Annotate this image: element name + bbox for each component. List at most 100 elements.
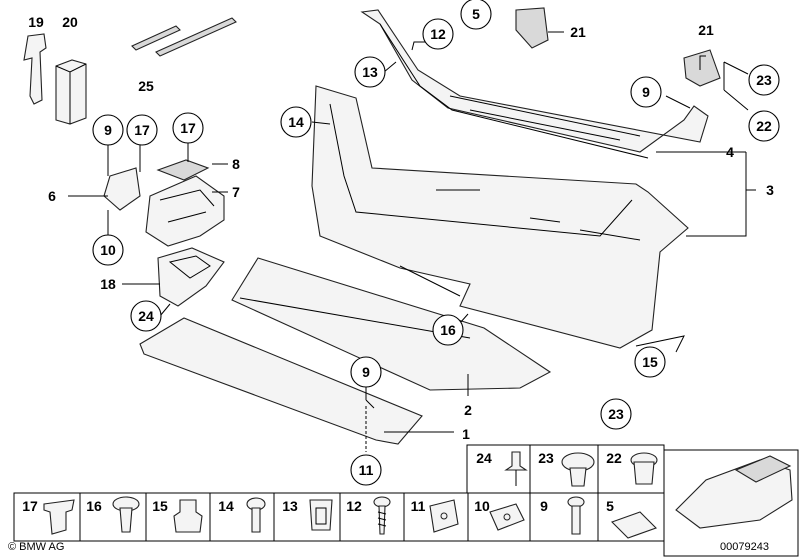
callout-17: 17 bbox=[172, 112, 204, 144]
callout-23: 23 bbox=[600, 398, 632, 430]
fastener-16-icon bbox=[112, 496, 140, 533]
callout-circle bbox=[350, 454, 382, 486]
legend-label-11: 11 bbox=[411, 498, 426, 514]
callout-24: 24 bbox=[130, 300, 162, 332]
callout-circle bbox=[432, 314, 464, 346]
part-13-upper-trim bbox=[360, 9, 709, 153]
callout-number: 13 bbox=[362, 64, 378, 80]
legend-label-15: 15 bbox=[152, 498, 168, 514]
callout-number: 8 bbox=[232, 156, 240, 172]
legend-label-10: 10 bbox=[474, 498, 490, 514]
legend-label-14: 14 bbox=[218, 498, 234, 514]
callout-6: 6 bbox=[48, 188, 56, 204]
callout-3: 3 bbox=[766, 182, 774, 198]
callout-16: 16 bbox=[432, 314, 464, 346]
callout-circle bbox=[422, 18, 454, 50]
callout-circle bbox=[354, 56, 386, 88]
callout-9: 9 bbox=[350, 356, 382, 388]
legend-label-22: 22 bbox=[606, 450, 622, 466]
part-20-block bbox=[55, 59, 87, 125]
callout-2: 2 bbox=[464, 402, 472, 418]
fastener-9-icon bbox=[567, 496, 585, 535]
callout-number: 18 bbox=[100, 276, 116, 292]
fastener-22-icon bbox=[630, 452, 658, 485]
callout-8: 8 bbox=[232, 156, 240, 172]
part-7-bracket bbox=[145, 175, 225, 247]
callout-19: 19 bbox=[28, 14, 44, 30]
callout-number: 19 bbox=[28, 14, 44, 30]
fastener-24-icon bbox=[504, 451, 528, 486]
fastener-13-icon bbox=[309, 499, 333, 531]
legend-label-number: 12 bbox=[346, 498, 362, 514]
callout-18: 18 bbox=[100, 276, 116, 292]
legend-label-number: 13 bbox=[282, 498, 298, 514]
part-8-clip-plate bbox=[156, 159, 210, 181]
legend-label-number: 10 bbox=[474, 498, 490, 514]
callout-circle bbox=[748, 110, 780, 142]
callout-circle bbox=[460, 0, 492, 30]
callout-number: 17 bbox=[180, 120, 196, 136]
part-21-cap-a bbox=[515, 7, 549, 49]
callout-number: 22 bbox=[756, 118, 772, 134]
legend-label-number: 5 bbox=[606, 498, 614, 514]
callout-number: 23 bbox=[756, 72, 772, 88]
legend-label-number: 16 bbox=[86, 498, 102, 514]
fastener-15-icon bbox=[173, 499, 203, 533]
copyright-text: © BMW AG bbox=[8, 541, 65, 553]
legend-label-number: 11 bbox=[411, 498, 426, 514]
legend-label-number: 17 bbox=[22, 498, 38, 514]
callout-circle bbox=[126, 114, 158, 146]
diagram-number: 00079243 bbox=[720, 541, 769, 553]
part-25-strip-a bbox=[131, 25, 181, 51]
callout-9: 9 bbox=[92, 114, 124, 146]
callout-number: 24 bbox=[138, 308, 154, 324]
part-6-clip bbox=[103, 167, 141, 211]
callout-21: 21 bbox=[570, 24, 586, 40]
part-25-strip-b bbox=[155, 17, 237, 57]
part-19-bracket bbox=[23, 33, 47, 105]
fastener-legend bbox=[13, 444, 665, 542]
callout-circle bbox=[350, 356, 382, 388]
legend-label-number: 15 bbox=[152, 498, 168, 514]
legend-label-13: 13 bbox=[282, 498, 298, 514]
callout-4: 4 bbox=[726, 144, 734, 160]
callout-25: 25 bbox=[138, 78, 154, 94]
callout-circle bbox=[280, 106, 312, 138]
callout-number: 16 bbox=[440, 322, 456, 338]
legend-label-number: 24 bbox=[476, 450, 492, 466]
fastener-12-icon bbox=[373, 496, 391, 535]
part-1-shelf bbox=[139, 317, 423, 445]
callout-number: 12 bbox=[430, 26, 446, 42]
callout-1: 1 bbox=[462, 426, 470, 442]
car-thumbnail bbox=[663, 449, 799, 557]
legend-label-16: 16 bbox=[86, 498, 102, 514]
callout-circle bbox=[92, 234, 124, 266]
fastener-10-icon bbox=[489, 503, 525, 531]
legend-label-number: 9 bbox=[540, 498, 548, 514]
legend-label-17: 17 bbox=[22, 498, 38, 514]
leader-lines bbox=[68, 31, 756, 452]
callout-13: 13 bbox=[354, 56, 386, 88]
legend-label-23: 23 bbox=[538, 450, 554, 466]
callout-number: 21 bbox=[698, 22, 714, 38]
callout-number: 2 bbox=[464, 402, 472, 418]
callout-5: 5 bbox=[460, 0, 492, 30]
callout-14: 14 bbox=[280, 106, 312, 138]
part-3-rear-panel bbox=[311, 85, 689, 349]
legend-label-number: 23 bbox=[538, 450, 554, 466]
callout-number: 9 bbox=[104, 122, 112, 138]
legend-label-12: 12 bbox=[346, 498, 362, 514]
callout-number: 9 bbox=[642, 84, 650, 100]
callout-11: 11 bbox=[350, 454, 382, 486]
callout-number: 4 bbox=[726, 144, 734, 160]
callout-23: 23 bbox=[748, 64, 780, 96]
callout-circle bbox=[172, 112, 204, 144]
callout-number: 21 bbox=[570, 24, 586, 40]
callout-number: 25 bbox=[138, 78, 154, 94]
legend-label-layer: 24 23 22 17 16 15 14 13 12 11 10 9 5 bbox=[22, 450, 622, 514]
callout-7: 7 bbox=[232, 184, 240, 200]
callout-circle bbox=[748, 64, 780, 96]
callout-22: 22 bbox=[748, 110, 780, 142]
